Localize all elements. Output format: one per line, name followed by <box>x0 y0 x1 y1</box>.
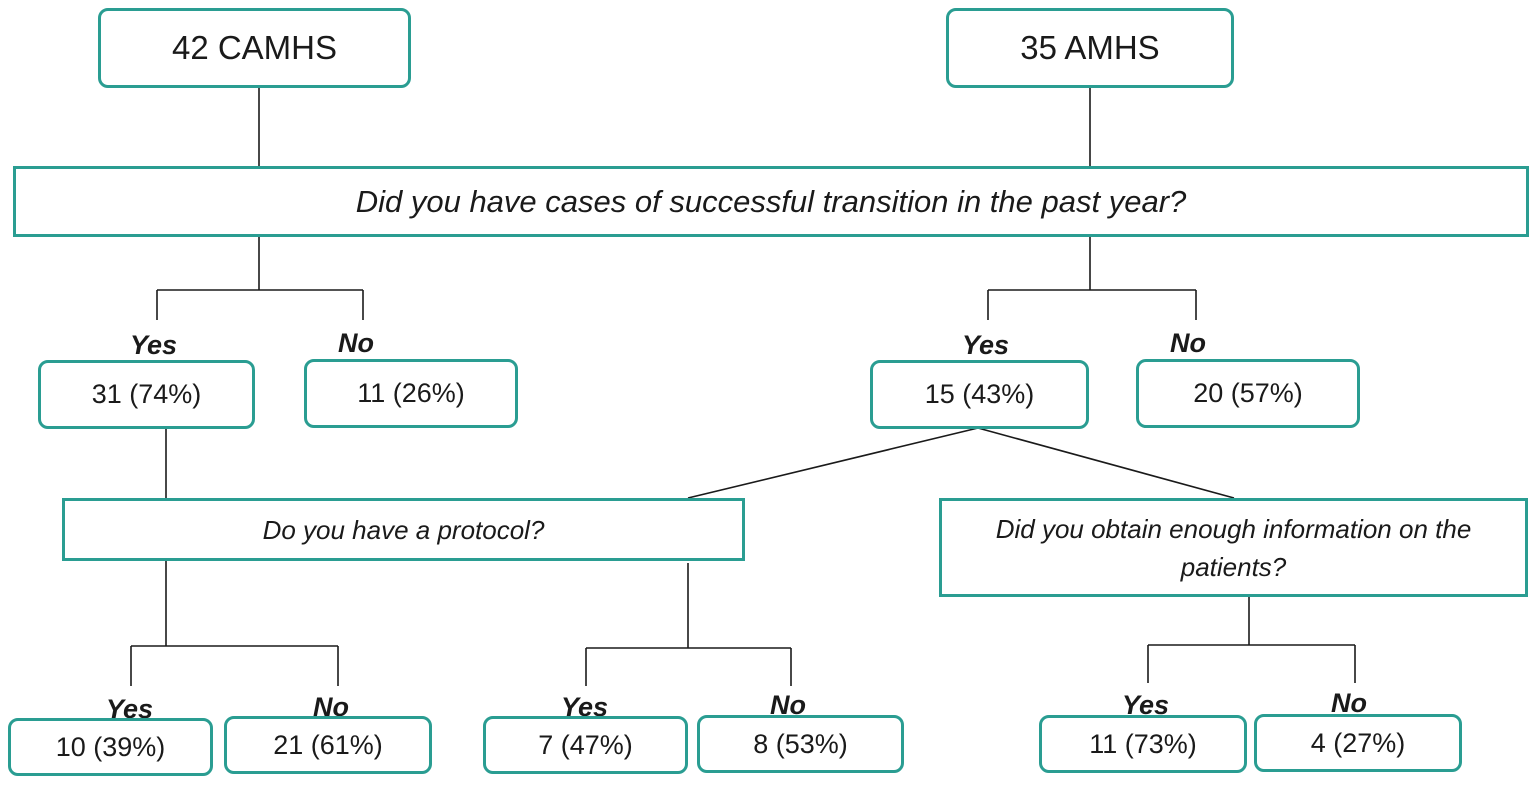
camhs-no-result: 11 (26%) <box>357 378 465 408</box>
amhs-no-label: No <box>1170 328 1206 358</box>
protocol-question-box: Do you have a protocol? <box>62 498 745 561</box>
camhs-protocol-no-result-box: 21 (61%) <box>224 716 432 774</box>
transition-question-text: Did you have cases of successful transit… <box>355 183 1187 219</box>
info-yes-result-box: 11 (73%) <box>1039 715 1247 773</box>
protocol-question-text: Do you have a protocol? <box>262 514 545 545</box>
amhs-yes-result: 15 (43%) <box>924 379 1035 409</box>
information-question-box: Did you obtain enough information on the… <box>939 498 1528 597</box>
camhs-protocol-no-result: 21 (61%) <box>273 729 383 760</box>
camhs-protocol-yes-result: 10 (39%) <box>55 731 166 762</box>
information-question-text: Did you obtain enough information on the… <box>995 513 1472 582</box>
camhs-yes-result: 31 (74%) <box>91 379 202 409</box>
amhs-protocol-yes-result-box: 7 (47%) <box>483 716 688 774</box>
connector-line <box>687 427 979 499</box>
info-no-result: 4 (27%) <box>1310 727 1406 758</box>
camhs-protocol-yes-result-box: 10 (39%) <box>8 718 213 776</box>
camhs-no-label: No <box>338 328 374 358</box>
connector-line <box>977 427 1235 499</box>
amhs-yes-result-box: 15 (43%) <box>870 360 1089 429</box>
amhs-no-result: 20 (57%) <box>1193 378 1303 408</box>
amhs-protocol-yes-result: 7 (47%) <box>538 729 633 760</box>
transition-question-box: Did you have cases of successful transit… <box>13 166 1529 237</box>
amhs-protocol-no-result: 8 (53%) <box>753 728 848 759</box>
info-no-label: No <box>1331 688 1367 718</box>
info-no-result-box: 4 (27%) <box>1254 714 1462 772</box>
camhs-yes-result-box: 31 (74%) <box>38 360 255 429</box>
camhs-root-label: 42 CAMHS <box>171 29 338 66</box>
camhs-root-box: 42 CAMHS <box>98 8 411 88</box>
amhs-root-box: 35 AMHS <box>946 8 1234 88</box>
amhs-protocol-no-result-box: 8 (53%) <box>697 715 904 773</box>
info-yes-result: 11 (73%) <box>1089 728 1197 759</box>
amhs-yes-label: Yes <box>962 330 1010 360</box>
camhs-no-result-box: 11 (26%) <box>304 359 518 428</box>
amhs-no-result-box: 20 (57%) <box>1136 359 1360 428</box>
amhs-root-label: 35 AMHS <box>1020 29 1160 66</box>
camhs-yes-label: Yes <box>130 330 178 360</box>
